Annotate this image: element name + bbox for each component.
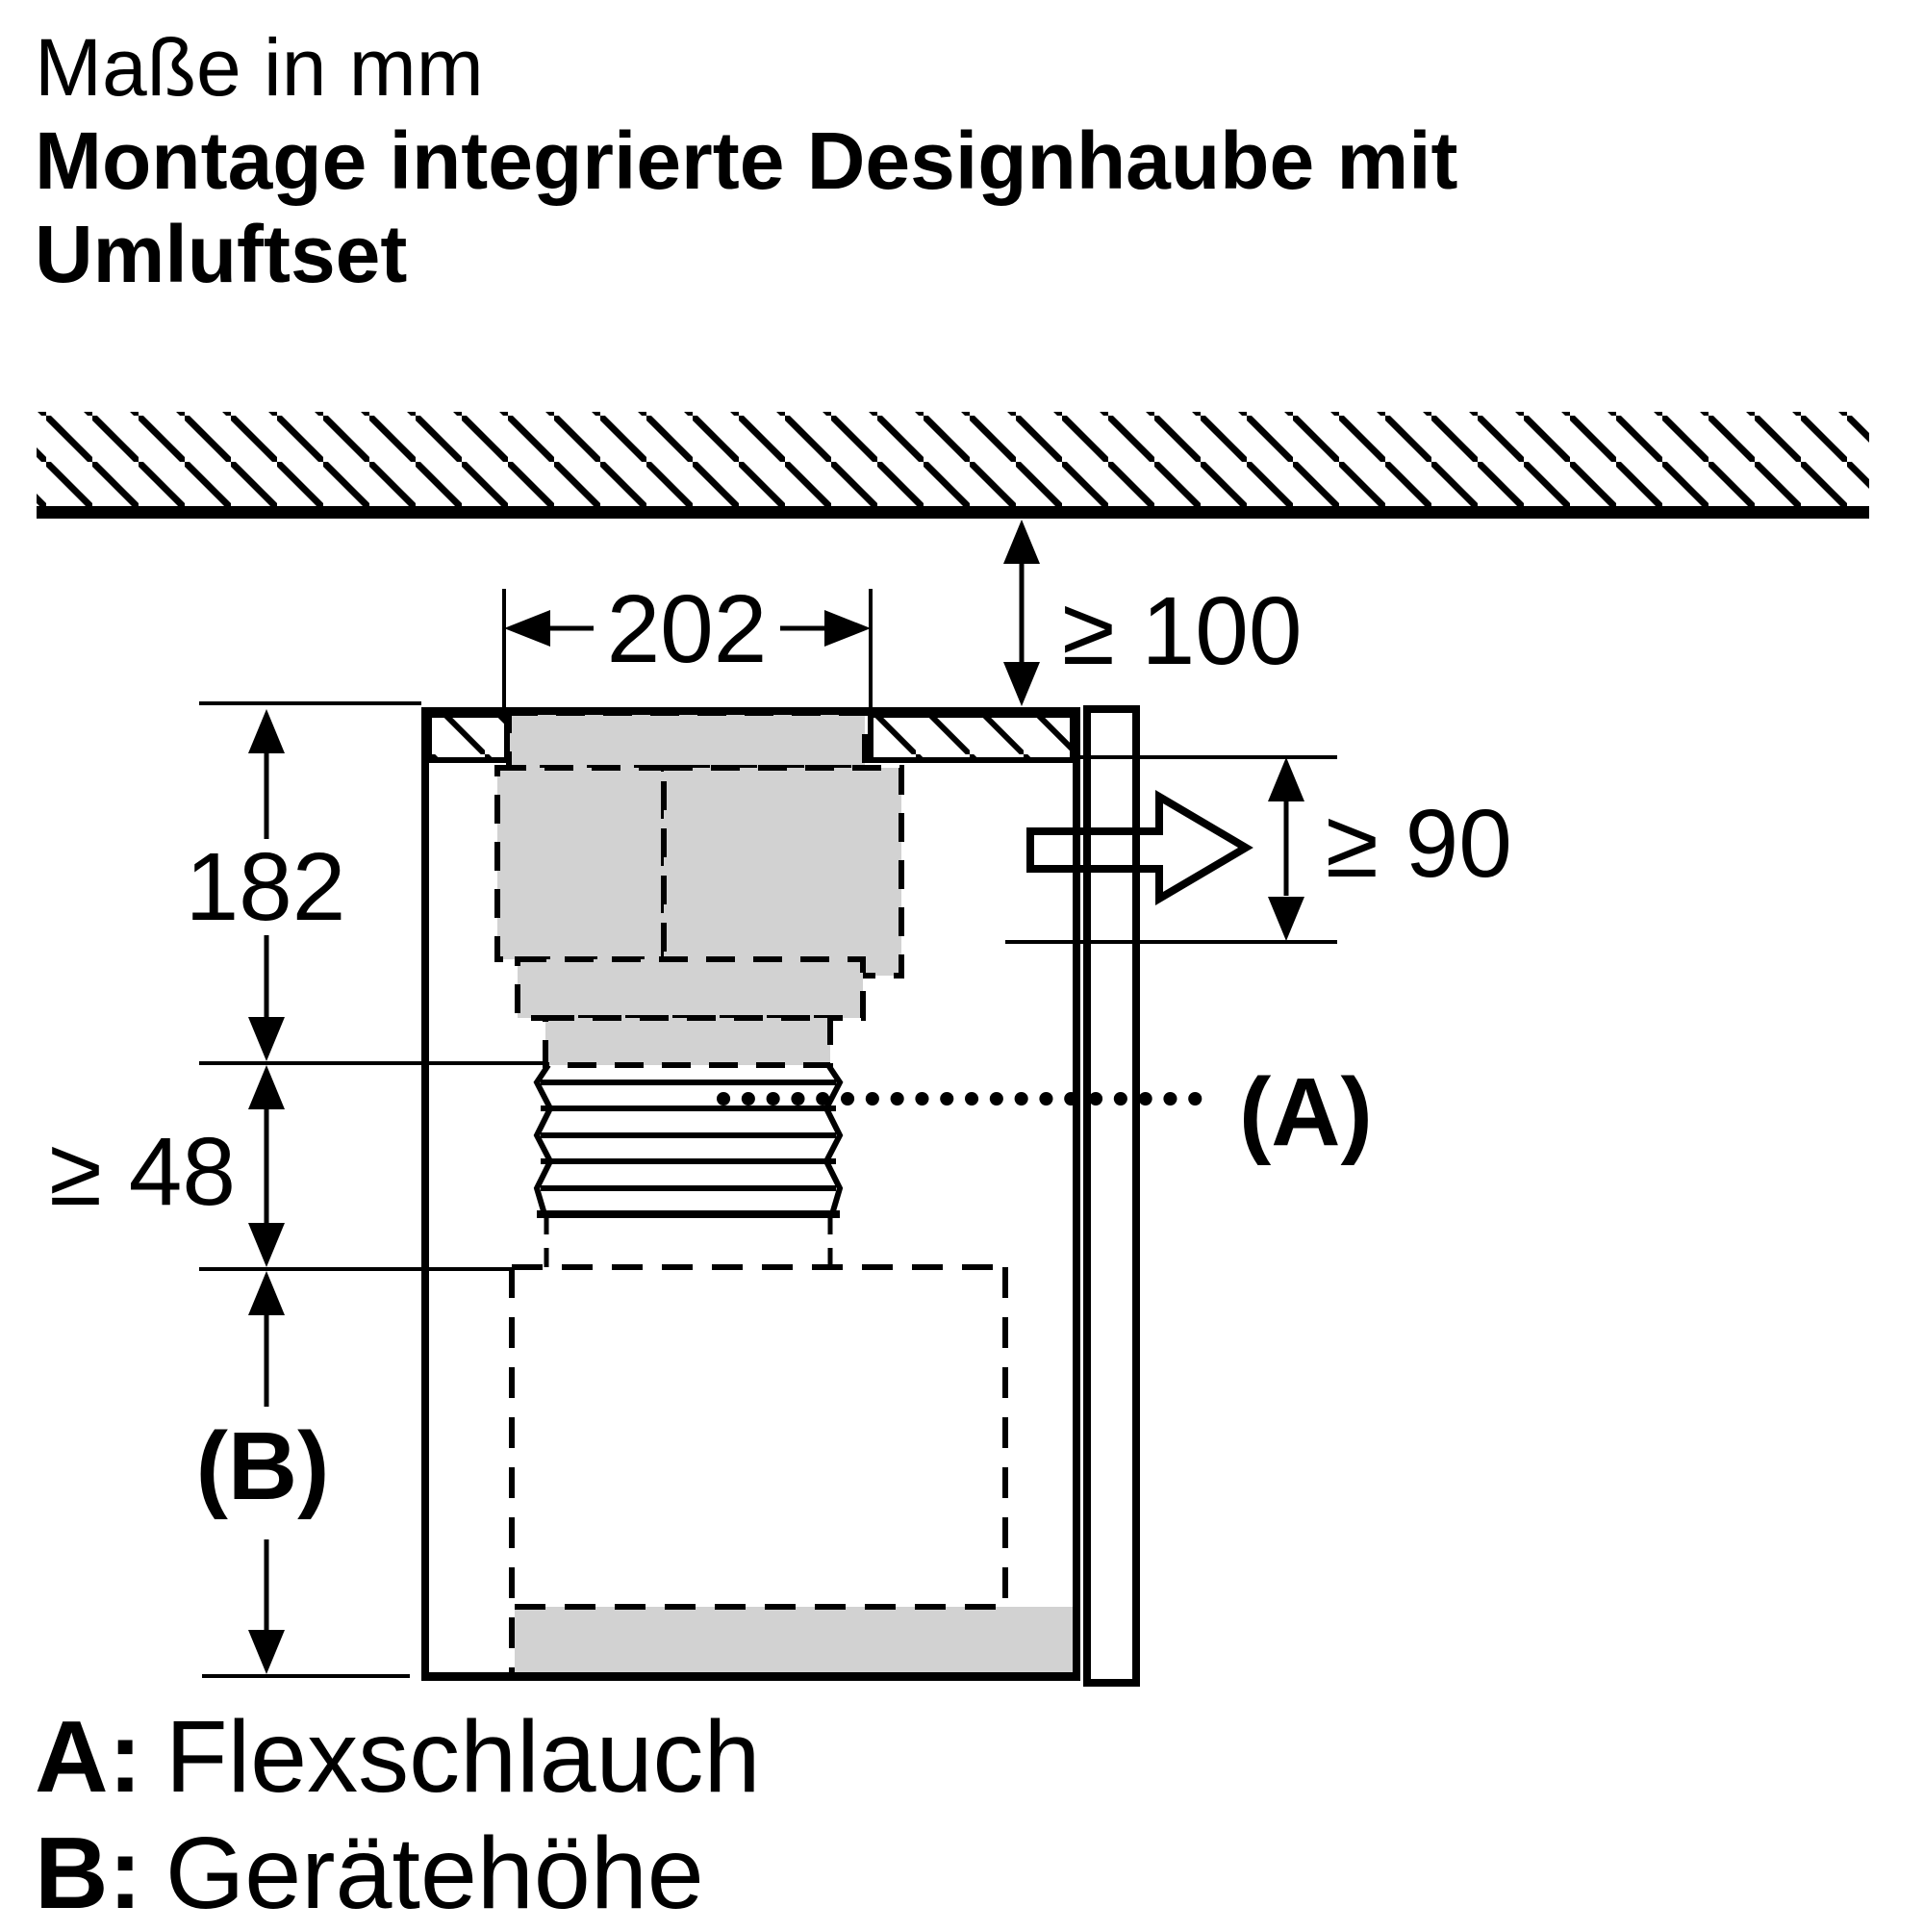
ceiling-hatch: [37, 412, 1869, 506]
legend-label-a: Flexschlauch: [165, 1700, 761, 1814]
dim-opening-width: [502, 589, 873, 712]
cabinet-carcass: [421, 707, 1080, 1681]
hose-left-edge: [533, 1063, 554, 1215]
top-strip-left: [426, 712, 510, 763]
cabinet-top: [421, 707, 1080, 715]
dim-duct-section: [199, 701, 545, 1065]
flex-hose: [533, 1063, 844, 1218]
dim-label-100: ≥ 100: [1062, 577, 1303, 685]
dim-label-202: 202: [607, 575, 768, 683]
dim-ceiling-clearance: [1003, 520, 1040, 706]
title-block: Maße in mm Montage integrierte Designhau…: [35, 21, 1670, 301]
duct-tier-2-right: [661, 765, 904, 979]
ceiling-line: [37, 506, 1869, 519]
callout-label-A: (A): [1239, 1058, 1373, 1166]
legend-item-b: B:Gerätehöhe: [35, 1816, 760, 1932]
cabinet-left-wall: [421, 707, 429, 1681]
page-title: Montage integrierte Designhaube mit Umlu…: [35, 115, 1458, 299]
appliance-outline: [509, 1264, 1008, 1678]
hose-connectors: [544, 1215, 833, 1267]
duct-assembly: [494, 710, 904, 1068]
dim-hose-min: [199, 1065, 512, 1271]
plinth-strip: [515, 1607, 1075, 1674]
cabinet-right-wall: [1073, 707, 1080, 1681]
dim-label-90: ≥ 90: [1326, 790, 1512, 898]
hose-right-edge: [823, 1063, 844, 1215]
legend-key-b: B:: [35, 1817, 142, 1930]
duct-tier-4: [543, 1015, 833, 1068]
dim-appliance-height: [202, 1271, 410, 1678]
cabinet-bottom: [421, 1672, 1080, 1681]
legend-item-a: A:Flexschlauch: [35, 1699, 760, 1816]
legend: A:Flexschlauch B:Gerätehöhe: [35, 1699, 760, 1932]
dim-label-182: 182: [186, 833, 346, 941]
dim-outlet-clearance: [1268, 757, 1304, 941]
top-strip-right: [868, 712, 1076, 763]
side-panel: [1083, 705, 1140, 1687]
duct-tier-3: [515, 956, 866, 1021]
legend-label-b: Gerätehöhe: [165, 1817, 704, 1930]
duct-tier-2-left: [494, 765, 667, 962]
units-note: Maße in mm: [35, 22, 484, 113]
dim-label-48: ≥ 48: [49, 1118, 236, 1226]
duct-tier-1: [506, 710, 868, 771]
dim-label-B: (B): [196, 1412, 330, 1520]
legend-key-a: A:: [35, 1700, 142, 1814]
airflow-arrow: [1026, 790, 1253, 905]
